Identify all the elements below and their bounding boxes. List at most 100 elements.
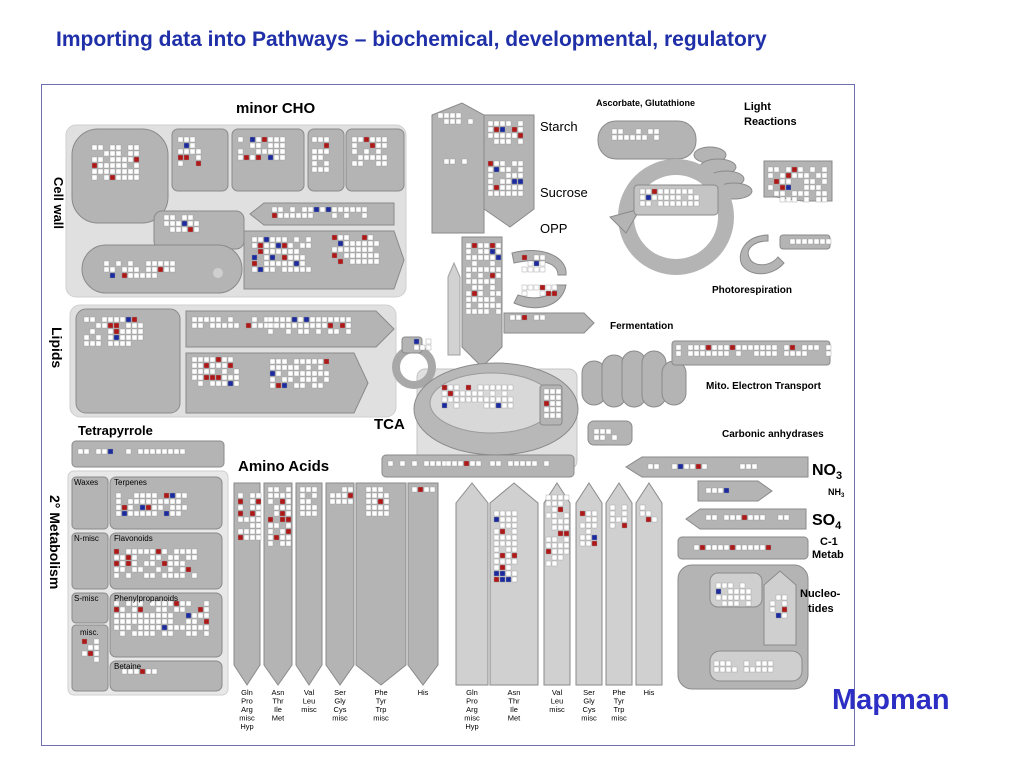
gene-cell bbox=[155, 618, 162, 625]
gene-cell bbox=[337, 258, 344, 265]
gene-cell bbox=[227, 362, 234, 369]
gene-cell bbox=[681, 200, 688, 207]
gene-cell bbox=[255, 492, 262, 499]
gene-cell bbox=[87, 644, 94, 651]
gene-cell bbox=[465, 308, 472, 315]
amino-acid-label: Arg bbox=[466, 705, 478, 714]
gene-cell bbox=[493, 126, 500, 133]
amino-acid-label: Phe bbox=[374, 688, 387, 697]
gene-cell bbox=[593, 428, 600, 435]
gene-cell bbox=[545, 284, 552, 291]
gene-cell bbox=[149, 624, 156, 631]
gene-cell bbox=[489, 254, 496, 261]
gene-cell bbox=[317, 370, 324, 377]
gene-cell bbox=[543, 406, 550, 413]
gene-cell bbox=[551, 500, 558, 507]
gene-cell bbox=[119, 560, 126, 567]
gene-cell bbox=[155, 624, 162, 631]
gene-cell bbox=[305, 236, 312, 243]
gene-cell bbox=[477, 308, 484, 315]
gene-cell bbox=[299, 382, 306, 389]
gene-cell bbox=[687, 344, 694, 351]
gene-cell bbox=[579, 510, 586, 517]
gene-cell bbox=[797, 166, 804, 173]
gene-cell bbox=[113, 612, 120, 619]
gene-cell bbox=[521, 254, 528, 261]
gene-cell bbox=[125, 548, 132, 555]
gene-cell bbox=[779, 178, 786, 185]
amino-acid-column bbox=[355, 482, 407, 686]
gene-cell bbox=[445, 460, 452, 467]
gene-cell bbox=[645, 516, 652, 523]
gene-cell bbox=[739, 582, 746, 589]
gene-cell bbox=[533, 284, 540, 291]
gene-cell bbox=[139, 668, 146, 675]
gene-cell bbox=[281, 260, 288, 267]
gene-cell bbox=[493, 546, 500, 553]
gene-cell bbox=[519, 460, 526, 467]
gene-cell bbox=[713, 666, 720, 673]
gene-cell bbox=[121, 668, 128, 675]
gene-cell bbox=[741, 344, 748, 351]
gene-cell bbox=[717, 544, 724, 551]
gene-cell bbox=[95, 448, 102, 455]
gene-cell bbox=[273, 492, 280, 499]
gene-cell bbox=[453, 384, 460, 391]
gene-cell bbox=[305, 358, 312, 365]
gene-cell bbox=[109, 144, 116, 151]
gene-cell bbox=[635, 128, 642, 135]
gene-cell bbox=[505, 540, 512, 547]
so4-label: SO4 bbox=[812, 512, 842, 532]
gene-cell bbox=[127, 498, 134, 505]
waxes-box bbox=[71, 476, 109, 530]
gene-cell bbox=[699, 344, 706, 351]
gene-cell bbox=[495, 302, 502, 309]
gene-cell bbox=[483, 242, 490, 249]
gene-cell bbox=[109, 162, 116, 169]
gene-cell bbox=[203, 600, 210, 607]
gene-cell bbox=[137, 630, 144, 637]
gene-cell bbox=[279, 316, 286, 323]
ascorbate-label: Ascorbate, Glutathione bbox=[596, 98, 695, 108]
gene-cell bbox=[137, 566, 144, 573]
gene-cell bbox=[251, 316, 258, 323]
amino-acid-label: Arg bbox=[241, 705, 253, 714]
gene-cell bbox=[493, 540, 500, 547]
amino-acid-label: Met bbox=[272, 714, 285, 723]
gene-cell bbox=[545, 560, 552, 567]
gene-cell bbox=[287, 364, 294, 371]
gene-cell bbox=[555, 400, 562, 407]
gene-cell bbox=[197, 362, 204, 369]
gene-cell bbox=[191, 356, 198, 363]
gene-cell bbox=[313, 206, 320, 213]
gene-cell bbox=[483, 296, 490, 303]
amino-acid-label: Phe bbox=[612, 688, 625, 697]
gene-cell bbox=[449, 118, 456, 125]
gene-cell bbox=[507, 384, 514, 391]
gene-cell bbox=[133, 492, 140, 499]
gene-cell bbox=[345, 322, 352, 329]
calvin-cycle-icon bbox=[618, 159, 734, 275]
gene-cell bbox=[753, 514, 760, 521]
gene-cell bbox=[493, 166, 500, 173]
gene-cell bbox=[621, 522, 628, 529]
gene-cell bbox=[267, 498, 274, 505]
gene-cell bbox=[319, 206, 326, 213]
gene-cell bbox=[377, 498, 384, 505]
gene-cell bbox=[143, 630, 150, 637]
gene-cell bbox=[109, 150, 116, 157]
gene-cell bbox=[443, 118, 450, 125]
gene-cell bbox=[195, 160, 202, 167]
gene-cell bbox=[169, 504, 176, 511]
gene-cell bbox=[779, 196, 786, 203]
gene-cell bbox=[181, 220, 188, 227]
gene-cell bbox=[471, 242, 478, 249]
gene-cell bbox=[243, 534, 250, 541]
gene-cell bbox=[285, 504, 292, 511]
gene-cell bbox=[185, 630, 192, 637]
gene-cell bbox=[563, 494, 570, 501]
gene-cell bbox=[723, 514, 730, 521]
gene-cell bbox=[769, 606, 776, 613]
gene-cell bbox=[203, 630, 210, 637]
gene-cell bbox=[139, 492, 146, 499]
